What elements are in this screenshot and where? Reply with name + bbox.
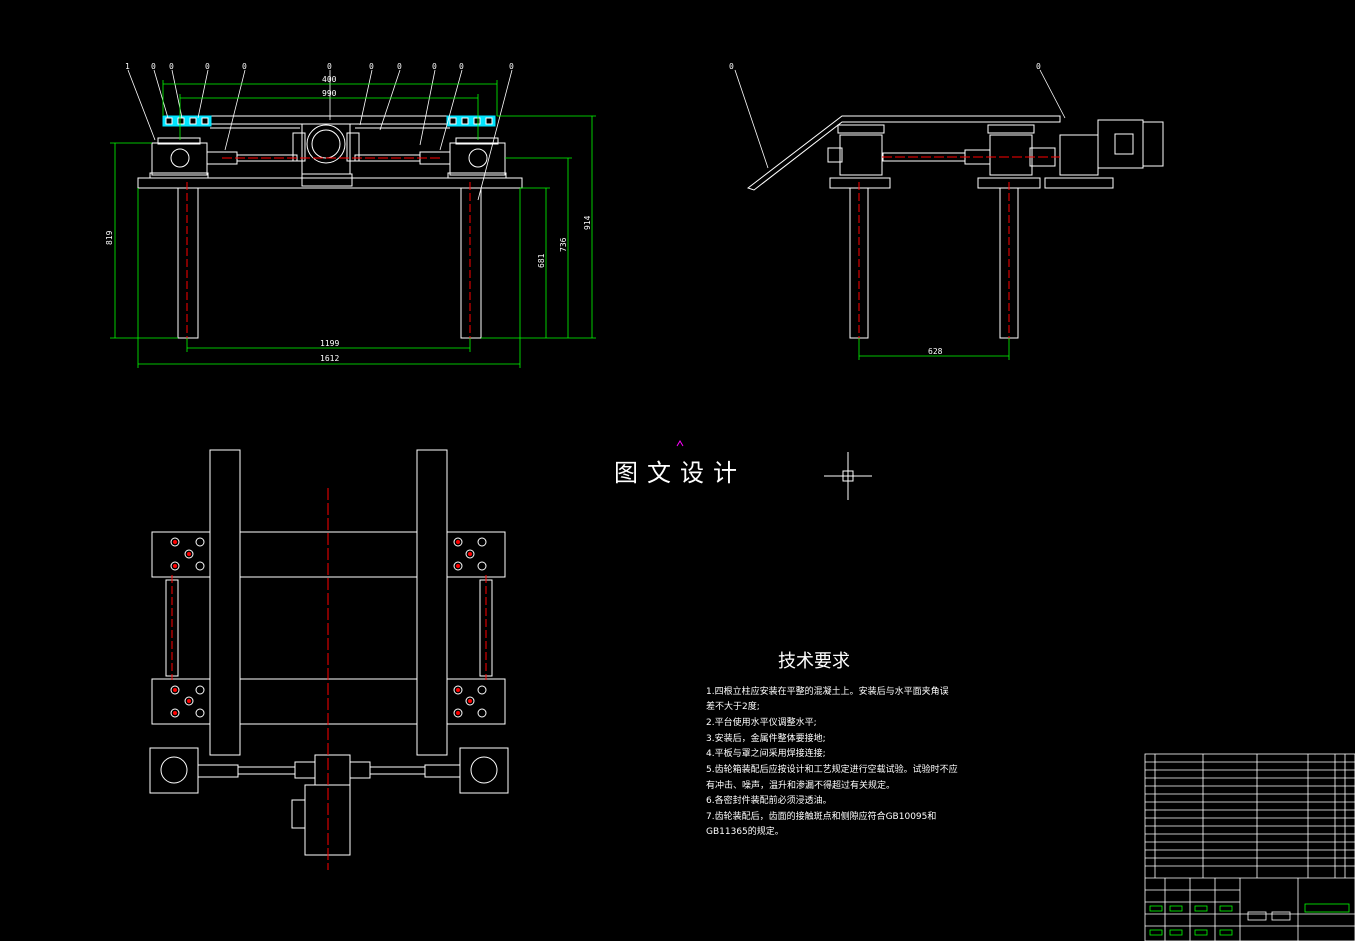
top-view-highlights <box>173 540 472 715</box>
dim-width-628: 628 <box>928 347 943 356</box>
tech-item-4: 4.平板与罩之间采用焊接连接; <box>706 747 826 759</box>
dim-top-990: 990 <box>322 89 337 98</box>
top-view <box>149 449 509 856</box>
dim-width-1612: 1612 <box>320 354 339 363</box>
crosshair-cursor[interactable] <box>824 452 872 500</box>
balloon-10: 0 <box>459 62 464 71</box>
balloon-1: 1 <box>125 62 130 71</box>
tech-item-1b: 差不大于2度; <box>706 700 760 712</box>
balloon-3: 0 <box>169 62 174 71</box>
top-view-block-tr <box>446 531 506 578</box>
front-view-balloons: 1 0 0 0 0 0 0 0 0 0 0 <box>125 62 514 71</box>
balloon-4: 0 <box>205 62 210 71</box>
balloon-6: 0 <box>327 62 332 71</box>
tech-requirements-title: 技术要求 <box>778 651 850 672</box>
tech-item-3: 3.安装后，金属件整体要接地; <box>706 732 826 744</box>
magenta-marker <box>676 440 684 447</box>
top-view-centerlines <box>171 488 487 870</box>
tech-item-7b: GB11365的规定。 <box>706 825 784 837</box>
tech-item-1: 1.四根立柱应安装在平整的混凝土上。安装后与水平面夹角误 <box>706 685 949 697</box>
side-balloon-1: 0 <box>729 62 734 71</box>
dim-width-1199: 1199 <box>320 339 339 348</box>
balloon-8: 0 <box>397 62 402 71</box>
front-view-dimension-lines <box>110 80 596 368</box>
side-view-centerlines <box>858 156 1060 340</box>
front-view-leaders <box>127 69 513 201</box>
dim-height-819: 819 <box>105 230 114 245</box>
top-view-block-ml <box>151 678 211 725</box>
tech-item-7: 7.齿轮装配后，齿面的接触斑点和侧隙应符合GB10095和 <box>706 810 936 822</box>
tech-item-5: 5.齿轮箱装配后应按设计和工艺规定进行空载试验。试验时不应 <box>706 763 958 775</box>
front-view-dimension-text: 400 990 819 681 736 914 1199 1612 <box>105 75 592 363</box>
top-view-block-tl <box>151 531 211 578</box>
side-view-dimension-lines <box>858 338 1010 360</box>
title-block <box>1144 753 1355 941</box>
dim-top-400: 400 <box>322 75 337 84</box>
balloon-2: 0 <box>151 62 156 71</box>
front-view <box>137 115 523 339</box>
top-view-block-mr <box>446 678 506 725</box>
side-view-leaders <box>734 69 1066 169</box>
tech-requirements: 技术要求 1.四根立柱应安装在平整的混凝土上。安装后与水平面夹角误 差不大于2度… <box>706 651 958 837</box>
highlight-bolt-group-right <box>446 115 496 127</box>
dim-height-914: 914 <box>583 215 592 230</box>
front-view-centerlines <box>186 157 471 340</box>
balloon-9: 0 <box>432 62 437 71</box>
dim-height-736: 736 <box>559 237 568 252</box>
side-view-motor <box>1059 119 1164 176</box>
tech-item-2: 2.平台使用水平仪调整水平; <box>706 716 817 728</box>
tech-item-5b: 有冲击、噪声，温升和渗漏不得超过有关规定。 <box>706 779 895 791</box>
balloon-5: 0 <box>242 62 247 71</box>
highlight-bolt-group-left <box>162 115 212 127</box>
balloon-7: 0 <box>369 62 374 71</box>
tech-item-6: 6.各密封件装配前必须浸透油。 <box>706 794 832 806</box>
side-balloon-2: 0 <box>1036 62 1041 71</box>
balloon-11: 0 <box>509 62 514 71</box>
dim-height-681: 681 <box>537 253 546 268</box>
watermark-text: 图文设计 <box>614 459 746 487</box>
